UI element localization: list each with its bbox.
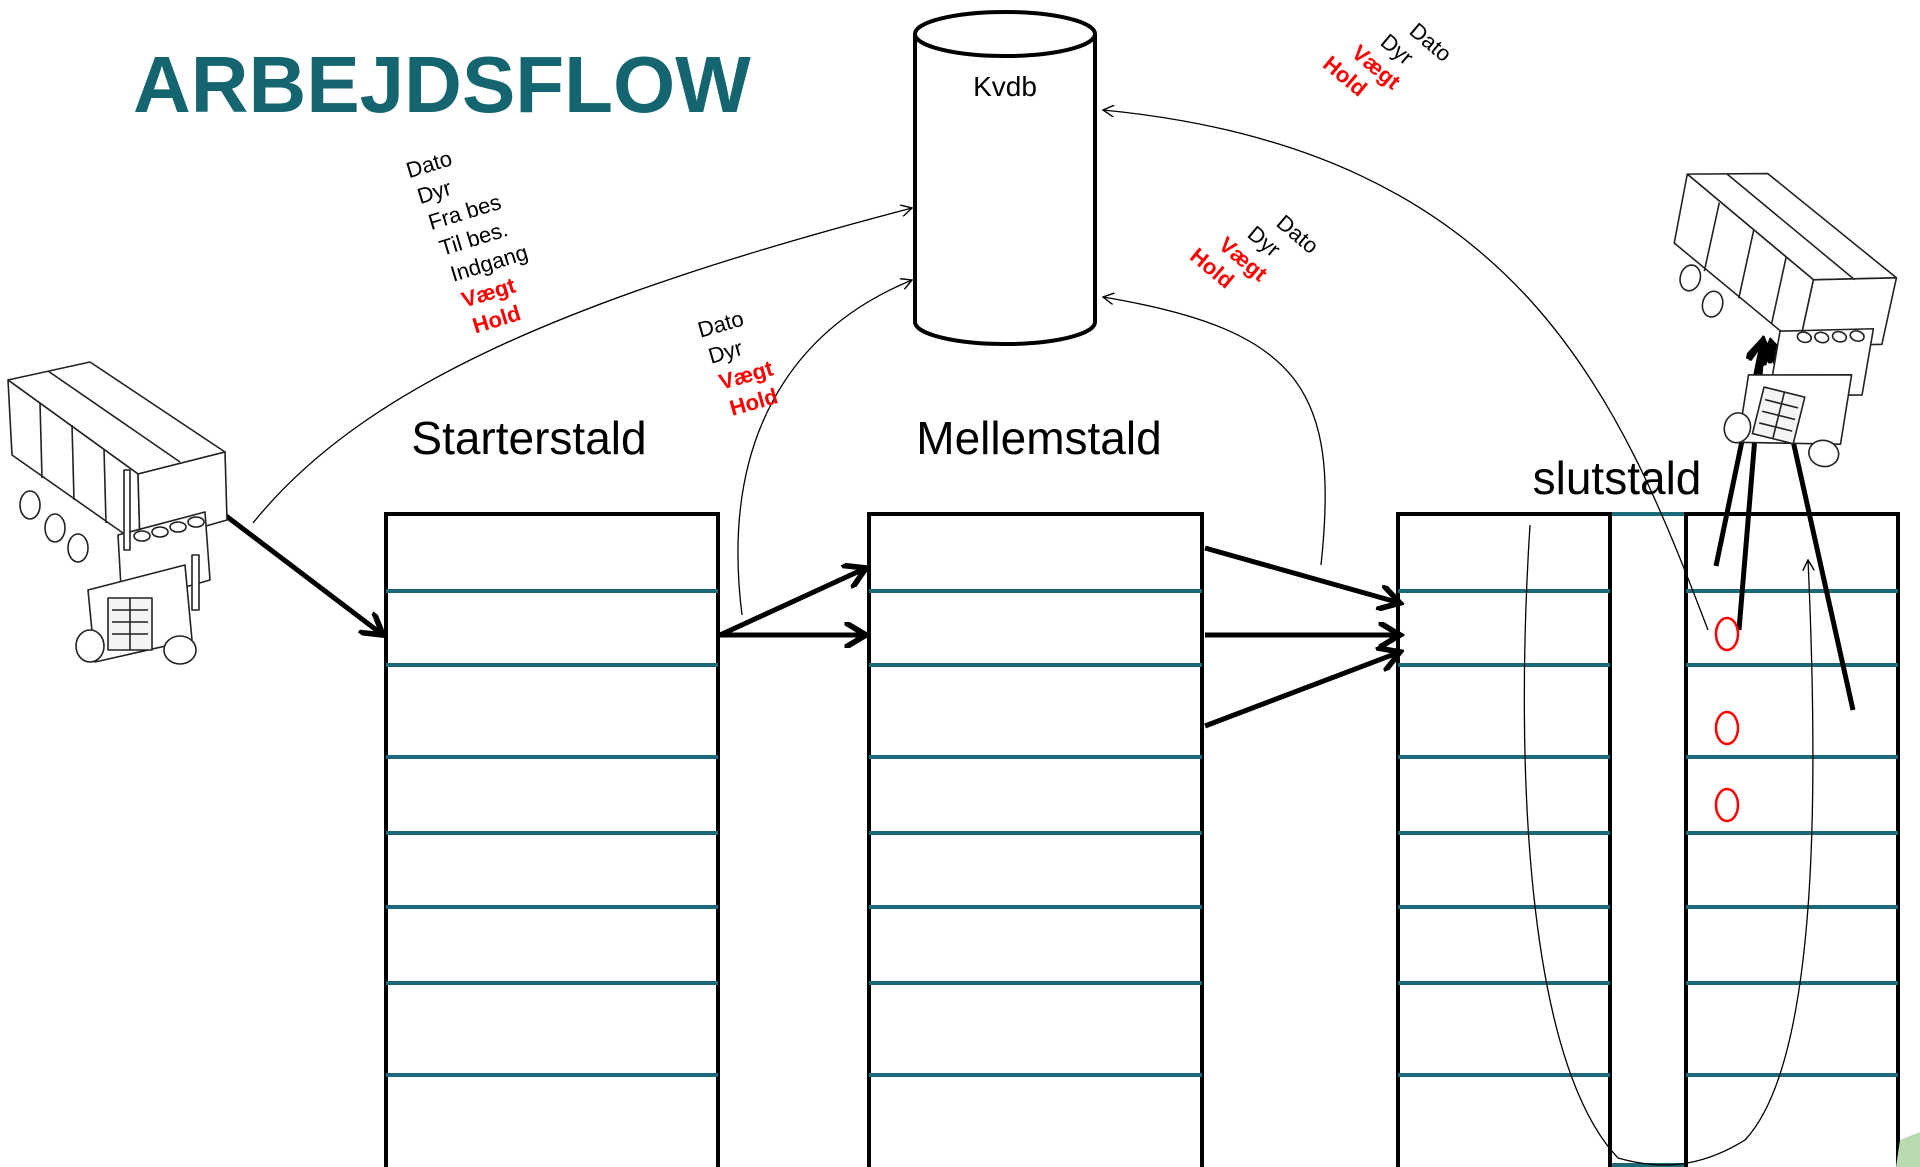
svg-text:Dato: Dato [1272, 210, 1324, 259]
truck-to-database-line [252, 208, 912, 524]
truck-to-starterstald-arrow [203, 498, 383, 635]
starterstald-box [384, 512, 720, 1167]
mellemstald-box [867, 512, 1204, 1167]
slutstald-label: slutstald [1533, 452, 1702, 504]
slutstald-box [1396, 512, 1900, 1167]
starterstald-label: Starterstald [411, 412, 646, 464]
corner-decoration [1896, 1132, 1920, 1167]
selection-circle-3 [1714, 787, 1740, 823]
slutstald-to-database-line [1103, 110, 1709, 631]
slutstald-route-line [1523, 524, 1813, 1166]
database-cylinder-icon [913, 10, 1097, 346]
selection-circle-2 [1714, 710, 1740, 746]
mellemstald-to-database-line [1103, 297, 1326, 566]
database-label: Kvdb [973, 71, 1037, 102]
annotation-truck-to-db: Dato Dyr Fra bes Til bes. Indgang Vægt H… [403, 146, 531, 339]
truck-icon-right [1673, 172, 1898, 468]
mellem-to-slut-arrow-lower [1204, 652, 1400, 729]
truck-icon-left [7, 361, 228, 665]
annotation-mellem-to-db: Dato Dyr Vægt Hold [1185, 210, 1324, 294]
page-title: ARBEJDSFLOW [133, 40, 751, 129]
starterstald-to-database-line [737, 280, 912, 616]
mellem-to-slut-arrow-upper [1204, 545, 1400, 603]
annotation-starter-to-db: Dato Dyr Vægt Hold [695, 306, 781, 421]
annotation-slut-to-db: Dato Dyr Vægt Hold [1318, 18, 1457, 102]
starter-to-mellem-arrow-upper [718, 568, 866, 638]
selection-circle-1 [1714, 616, 1740, 652]
mellemstald-label: Mellemstald [916, 412, 1161, 464]
svg-text:Dato: Dato [1405, 18, 1457, 67]
